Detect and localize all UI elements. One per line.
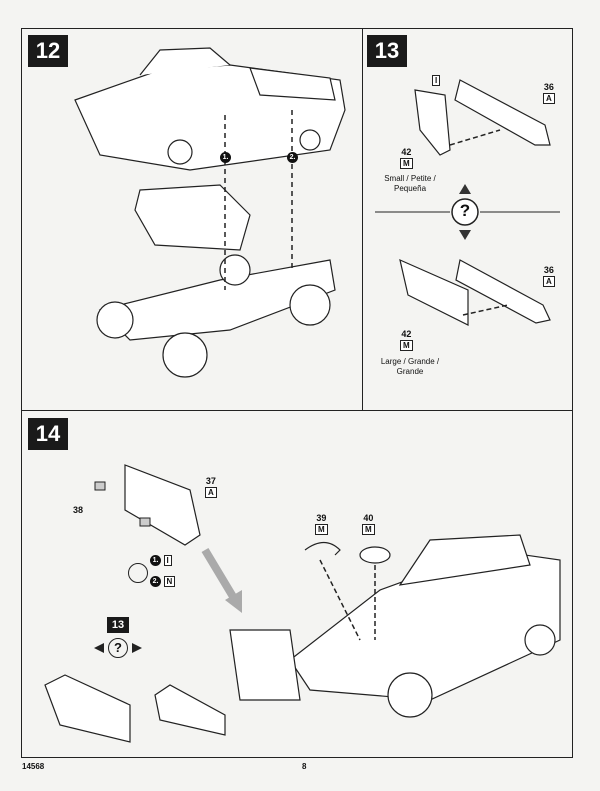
step-13-badge: 13 — [367, 35, 407, 67]
choice-question-icon-14: ? — [108, 638, 128, 658]
callout-1: 1. — [220, 152, 231, 163]
step-14-badge: 14 — [28, 418, 68, 450]
truck-front-illustration — [229, 534, 561, 718]
grille-guard-options — [44, 674, 226, 743]
step-14-panel — [21, 410, 573, 758]
kit-number: 14568 — [22, 762, 45, 771]
paint-step-1: 1. I — [150, 555, 172, 569]
light-letter-box: I — [432, 75, 441, 86]
grille-illustration — [94, 464, 201, 546]
choice-divider — [375, 184, 560, 240]
step-12-badge: 12 — [28, 35, 68, 67]
choice-question-icon: ? — [459, 201, 471, 220]
callout-2: 2. — [287, 152, 298, 163]
large-grille-guard-illustration — [399, 258, 551, 326]
left-arrow-icon — [94, 643, 104, 653]
large-caption: Large / Grande /Grande — [380, 357, 440, 376]
paint-icon — [128, 563, 148, 583]
paint-step-2: 2. N — [150, 576, 176, 590]
assembly-arrow — [201, 547, 242, 613]
ref-step-13-badge: 13 — [107, 617, 129, 633]
page-number: 8 — [302, 762, 307, 771]
right-arrow-icon — [132, 643, 142, 653]
small-grille-guard-illustration — [414, 79, 551, 156]
step-12-illustration — [74, 47, 346, 378]
small-caption: Small / Petite /Pequeña — [384, 174, 436, 193]
lights-part-label: 38 — [73, 505, 84, 515]
